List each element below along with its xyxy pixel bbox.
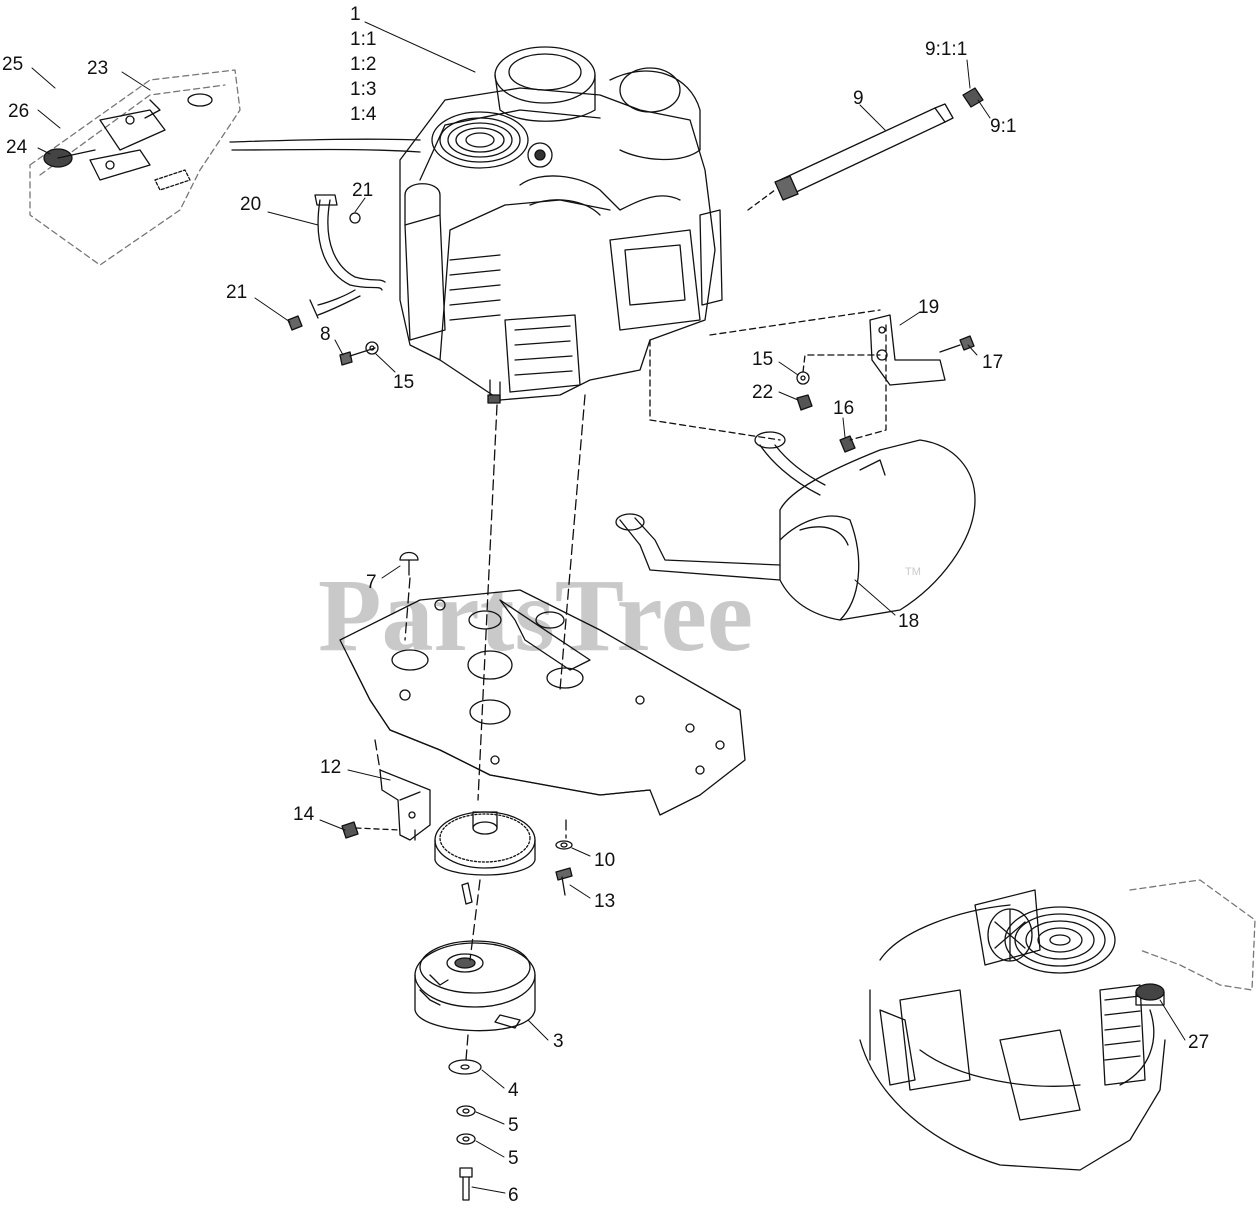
label-10[interactable]: 10 [594, 850, 615, 871]
label-13[interactable]: 13 [594, 891, 615, 912]
throttle-cables [229, 138, 421, 153]
label-9-1-1[interactable]: 9:1:1 [925, 39, 967, 60]
label-8[interactable]: 8 [320, 324, 331, 345]
throttle-control-assembly[interactable] [29, 69, 241, 266]
label-1-1[interactable]: 1:1 [350, 29, 376, 50]
pulley-key[interactable] [461, 882, 473, 905]
label-16[interactable]: 16 [833, 398, 854, 419]
clutch-bolt[interactable] [459, 1167, 473, 1201]
inset-vent-tube [1119, 1009, 1155, 1086]
engine-deck-plate[interactable] [339, 589, 746, 816]
watermark-text: PartsTree [318, 558, 753, 673]
label-1[interactable]: 1 [350, 4, 361, 25]
label-15-right[interactable]: 15 [752, 349, 773, 370]
assembly-centerlines [374, 394, 586, 1061]
bracket-washer[interactable] [796, 371, 810, 385]
bracket-leaders [649, 309, 887, 441]
inset-engine-view[interactable] [859, 879, 1256, 1171]
label-1-4[interactable]: 1:4 [350, 104, 377, 125]
clutch-washer[interactable] [448, 1059, 482, 1075]
label-27[interactable]: 27 [1188, 1032, 1209, 1053]
drain-valve-fitting[interactable] [962, 87, 984, 108]
hose-clamp-lower[interactable] [287, 315, 303, 331]
muffler-flange-nut[interactable] [839, 435, 856, 453]
carriage-bolt[interactable] [399, 551, 419, 576]
spacer-washer-upper[interactable] [456, 1105, 476, 1117]
label-12[interactable]: 12 [320, 757, 341, 778]
label-26[interactable]: 26 [8, 101, 29, 122]
engine-bolt[interactable] [339, 347, 376, 366]
label-21-upper[interactable]: 21 [352, 180, 373, 201]
label-6[interactable]: 6 [508, 1185, 519, 1206]
watermark-trademark: TM [905, 566, 921, 578]
label-19[interactable]: 19 [918, 297, 939, 318]
part-labels: 1 1:1 1:2 1:3 1:4 25 23 26 24 20 21 21 8… [2, 4, 1209, 1206]
spacer-washer-lower[interactable] [456, 1133, 476, 1145]
label-5-upper[interactable]: 5 [508, 1115, 519, 1136]
engine-assembly[interactable] [399, 46, 723, 404]
belt-guide-bracket[interactable] [379, 769, 431, 841]
label-7[interactable]: 7 [366, 572, 377, 593]
bracket-nut[interactable] [796, 394, 813, 411]
leader-lines [31, 21, 1186, 1194]
label-23[interactable]: 23 [87, 58, 108, 79]
oil-drain-extension[interactable] [774, 103, 954, 201]
engine-pulley[interactable] [434, 811, 536, 876]
throttle-knob[interactable] [43, 148, 96, 168]
hose-clamp-upper[interactable] [349, 212, 361, 224]
label-9[interactable]: 9 [853, 88, 864, 109]
inset-fuel-cap[interactable] [1135, 983, 1165, 1006]
label-22[interactable]: 22 [752, 382, 773, 403]
label-1-3[interactable]: 1:3 [350, 79, 376, 100]
label-5-lower[interactable]: 5 [508, 1148, 519, 1169]
label-24[interactable]: 24 [6, 137, 28, 158]
label-17[interactable]: 17 [982, 352, 1003, 373]
muffler[interactable] [615, 431, 976, 621]
deck-bolt[interactable] [555, 867, 573, 896]
fuel-hose-assembly[interactable] [309, 194, 386, 319]
electric-pto-clutch[interactable] [414, 940, 536, 1032]
muffler-bracket[interactable] [869, 314, 946, 386]
label-20[interactable]: 20 [240, 194, 261, 215]
label-9-1[interactable]: 9:1 [990, 116, 1016, 137]
label-1-2[interactable]: 1:2 [350, 54, 376, 75]
deck-washer[interactable] [555, 840, 573, 850]
label-15-left[interactable]: 15 [393, 372, 414, 393]
label-25[interactable]: 25 [2, 54, 23, 75]
belt-guide-nut[interactable] [341, 821, 401, 839]
bracket-bolt[interactable] [939, 335, 975, 353]
label-14[interactable]: 14 [293, 804, 315, 825]
label-21-lower[interactable]: 21 [226, 282, 247, 303]
label-4[interactable]: 4 [508, 1080, 519, 1101]
label-18[interactable]: 18 [898, 611, 919, 632]
label-3[interactable]: 3 [553, 1031, 564, 1052]
engine-washer-left[interactable] [365, 341, 379, 355]
